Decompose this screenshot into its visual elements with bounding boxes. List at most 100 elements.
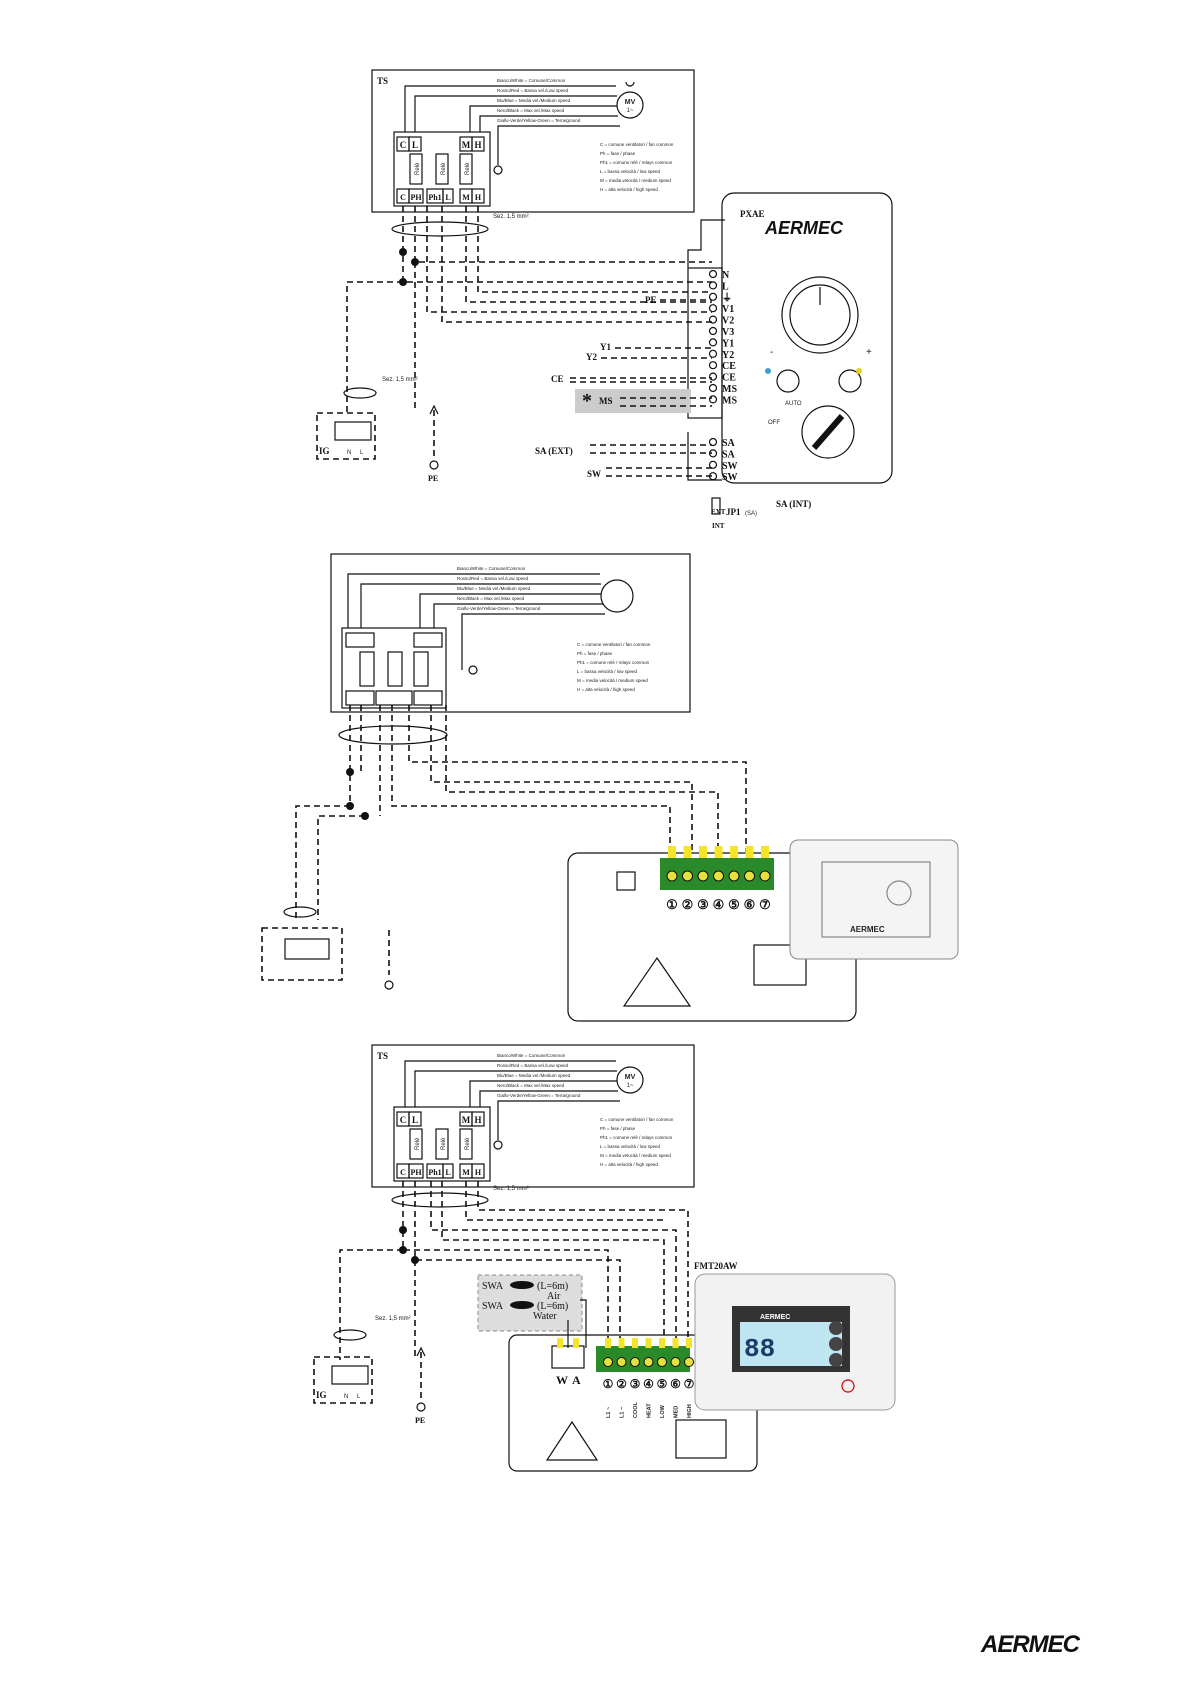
terminal-name-3-5: MED bbox=[674, 1406, 680, 1418]
bottom-terminal-m: M bbox=[462, 193, 470, 202]
term-legend-2: Ph1 = comune relè / relays common bbox=[600, 160, 673, 165]
bottom-terminal3-ph1: Ph1 bbox=[428, 1168, 441, 1177]
pxae-terminal-b-1: SA bbox=[722, 449, 736, 460]
led-blue bbox=[765, 368, 771, 374]
pxae-terminal-b-3: SW bbox=[722, 472, 738, 483]
pxae-terminal-10: MS bbox=[722, 384, 737, 395]
mode-button-left[interactable] bbox=[776, 369, 800, 393]
terminal-number-2-5: ⑥ bbox=[744, 897, 756, 912]
wire-legend2-3: Nero/Black = Max vel./Max speed bbox=[457, 596, 525, 601]
wire-legend2-1: Rosso/Red = Bassa vel./Low speed bbox=[457, 576, 529, 581]
terminal-screw bbox=[744, 870, 755, 882]
motor-sub: 1~ bbox=[627, 108, 634, 114]
fmt20aw-brand: AERMEC bbox=[760, 1314, 790, 1321]
minus-label: - bbox=[770, 347, 773, 358]
wire-legend2-4: Giallo-Verde/Yellow-Green = Terra/ground bbox=[457, 606, 541, 611]
top-terminal3-m: M bbox=[462, 1115, 471, 1125]
top-terminal-m: M bbox=[462, 140, 471, 150]
top-terminal-h: H bbox=[474, 140, 481, 150]
ig-label: IG bbox=[319, 446, 330, 456]
fmt-power-button[interactable] bbox=[841, 1379, 855, 1393]
term-legend2-1: Ph = fase / phase bbox=[577, 651, 613, 656]
hazard-icon-3 bbox=[545, 1420, 599, 1461]
out-sa-ext: SA (EXT) bbox=[535, 446, 573, 456]
relay3-label-3: Relè bbox=[465, 1137, 471, 1150]
terminal-number-2-0: ① bbox=[666, 897, 678, 912]
fmt20aw-label: FMT20AW bbox=[694, 1261, 738, 1271]
section-label-3: Sez. 1,5 mm² bbox=[493, 1186, 529, 1192]
swa1-len: (L=6m) bbox=[537, 1281, 568, 1292]
term-legend2-2: Ph1 = comune relè / relays common bbox=[577, 660, 650, 665]
fmt-button-2[interactable] bbox=[829, 1337, 843, 1351]
fmt-button-1[interactable] bbox=[829, 1321, 843, 1335]
pxae-terminal-7: Y2 bbox=[722, 350, 734, 361]
pxae-terminal-b-0: SA bbox=[722, 438, 736, 449]
controller-panel-2 bbox=[789, 839, 959, 960]
terminal-screw bbox=[708, 326, 718, 336]
ig-label-3: IG bbox=[316, 1390, 327, 1400]
out-pe: PE bbox=[645, 295, 657, 305]
terminal-wire-tab bbox=[659, 1338, 665, 1348]
terminal-screw bbox=[708, 349, 718, 358]
pxae-terminal-11: MS bbox=[722, 395, 737, 406]
relay-label-3: Relè bbox=[465, 162, 471, 175]
pxae-brand: AERMEC bbox=[764, 218, 844, 238]
terminal-wire-tab bbox=[668, 846, 676, 858]
terminal-wire-tab bbox=[714, 846, 723, 858]
terminal-name-3-4: LOW bbox=[660, 1404, 666, 1418]
jp1-label: JP1 bbox=[726, 507, 741, 517]
mode-button-right[interactable] bbox=[838, 369, 862, 393]
top-terminal3-h: H bbox=[474, 1115, 481, 1125]
ig-n: N bbox=[347, 450, 351, 456]
out-ms: MS bbox=[599, 396, 613, 406]
terminal-screw bbox=[603, 1357, 613, 1367]
jp1-jumper[interactable] bbox=[711, 497, 721, 515]
terminal-screw bbox=[708, 372, 718, 381]
diagram-3: TS MV 1~ Bianco/White = Comune/Common Ro… bbox=[313, 1044, 896, 1472]
fmt-button-3[interactable] bbox=[829, 1353, 843, 1367]
power-wires bbox=[346, 262, 416, 412]
term-legend3-5: H = alta velocità / high speed bbox=[600, 1162, 658, 1167]
top-terminal-l: L bbox=[412, 140, 418, 150]
ground-icon bbox=[493, 165, 503, 175]
terminal-name-3-2: COOL bbox=[633, 1401, 639, 1418]
wire-legend2-2: Blu/Blue = Media vel./Medium speed bbox=[457, 586, 531, 591]
motor-symbol bbox=[616, 91, 644, 119]
terminal-wire-tab bbox=[761, 846, 769, 858]
terminal-screw bbox=[708, 395, 718, 404]
pxae-terminal-b-2: SW bbox=[722, 461, 738, 472]
pxae-device bbox=[721, 192, 893, 484]
ts-terminal-block-2 bbox=[341, 627, 447, 709]
terminal-wire-tab bbox=[645, 1338, 652, 1348]
ig-switch bbox=[334, 421, 372, 441]
bottom-terminal-ph1: Ph1 bbox=[428, 193, 441, 202]
section-label: Sez. 1,5 mm² bbox=[493, 214, 529, 220]
display-value: 88 bbox=[744, 1334, 775, 1364]
bottom-terminal3-ph: PH bbox=[410, 1168, 422, 1177]
bottom-terminal-l: L bbox=[445, 193, 450, 202]
terminal-number-3-2: ③ bbox=[630, 1377, 641, 1391]
ig-l: L bbox=[360, 450, 364, 456]
wire-legend2-0: Bianco/White = Comune/Common bbox=[457, 566, 526, 571]
terminal-number-2-3: ④ bbox=[713, 897, 725, 912]
motor-symbol-3 bbox=[616, 1066, 644, 1094]
fan-selector-dial[interactable] bbox=[801, 405, 855, 459]
terminal-screw bbox=[657, 1357, 667, 1367]
ig-n-3: N bbox=[344, 1394, 348, 1400]
ig-switch-box-3 bbox=[313, 1356, 373, 1404]
pe-label: PE bbox=[428, 474, 438, 483]
terminal-name-3-1: L1 ~ bbox=[620, 1407, 626, 1418]
wire-legend-4: Giallo-Verde/Yellow-Green = Terra/ground bbox=[497, 118, 581, 123]
terminal-wire-tab bbox=[699, 846, 707, 858]
terminal-wire-tab bbox=[605, 1338, 611, 1348]
temperature-dial[interactable] bbox=[781, 276, 859, 354]
pe-ground-icon bbox=[429, 460, 439, 470]
terminal-wire-tab bbox=[683, 846, 692, 858]
bottom-terminal-c: C bbox=[400, 193, 406, 202]
bottom-terminal3-c: C bbox=[400, 1168, 406, 1177]
controller-knob-2[interactable] bbox=[886, 880, 912, 906]
top-terminal3-c: C bbox=[400, 1115, 407, 1125]
terminal-screw bbox=[666, 870, 678, 882]
